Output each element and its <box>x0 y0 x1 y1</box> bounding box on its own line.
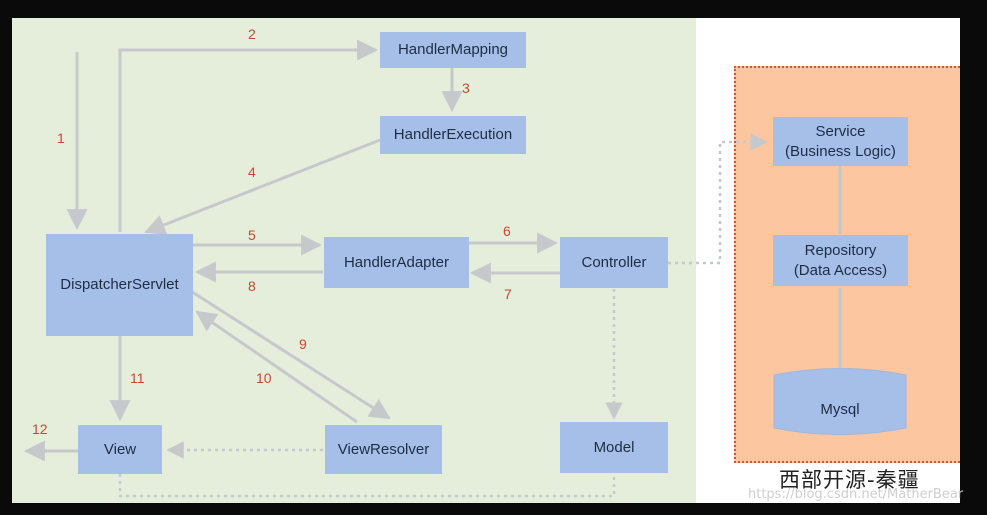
handler-adapter-node: HandlerAdapter <box>324 237 469 288</box>
step-number: 12 <box>32 421 48 437</box>
watermark: https://blog.csdn.net/MatherBear <box>748 487 964 502</box>
model-node: Model <box>560 422 668 473</box>
mysql-cylinder <box>773 368 907 435</box>
edge-controller-service <box>668 133 768 265</box>
step-number: 11 <box>130 370 145 386</box>
step-number: 7 <box>504 286 512 302</box>
service-node: Service (Business Logic) <box>773 117 908 166</box>
step-number: 10 <box>256 370 272 386</box>
dispatcher-servlet-node: DispatcherServlet <box>46 234 193 336</box>
step-number: 5 <box>248 227 256 243</box>
edge-4 <box>144 138 381 235</box>
step-number: 1 <box>57 130 65 146</box>
mysql-node: Mysql <box>820 401 860 418</box>
step-number: 9 <box>299 336 307 352</box>
handler-execution-node: HandlerExecution <box>380 116 526 154</box>
repository-node: Repository (Data Access) <box>773 235 908 286</box>
edge-9 <box>185 286 391 420</box>
step-number: 8 <box>248 278 256 294</box>
step-number: 6 <box>503 223 511 239</box>
step-number: 3 <box>462 80 470 96</box>
step-number: 2 <box>248 26 256 42</box>
author-caption: 西部开源-秦疆 <box>779 468 920 492</box>
step-number: 4 <box>248 164 256 180</box>
handler-mapping-node: HandlerMapping <box>380 32 526 68</box>
view-node: View <box>78 425 162 474</box>
edge-view-model <box>118 474 616 498</box>
edge-10 <box>195 310 358 424</box>
view-resolver-node: ViewResolver <box>325 425 442 474</box>
controller-node: Controller <box>560 237 668 288</box>
edge-2 <box>118 39 379 232</box>
